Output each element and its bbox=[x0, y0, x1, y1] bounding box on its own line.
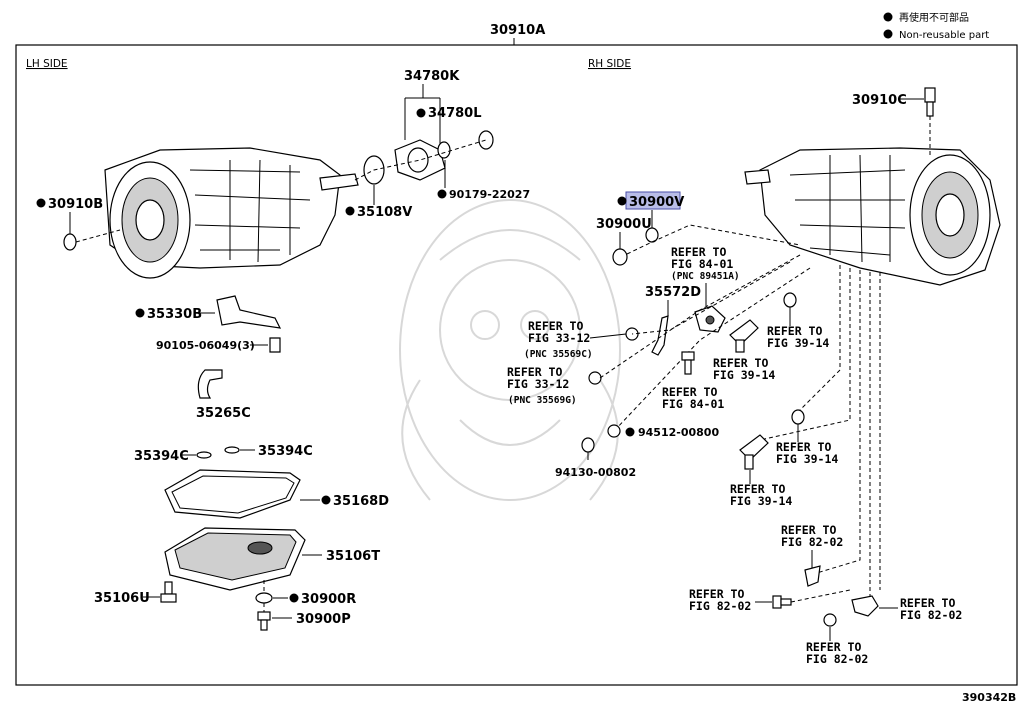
ref-fig82-a-line1[interactable]: REFER TO bbox=[781, 523, 836, 537]
ref-fig82-a-line2[interactable]: FIG 82-02 bbox=[781, 535, 843, 549]
illustration-code: 390342B bbox=[962, 691, 1016, 704]
ref-fig84-top-line1[interactable]: REFER TO bbox=[671, 245, 726, 259]
breather-plug bbox=[924, 87, 936, 117]
rh-transmission-illustration bbox=[744, 147, 1001, 286]
ref-fig82-d-line1[interactable]: REFER TO bbox=[806, 640, 861, 654]
ref-fig84-top-line2[interactable]: FIG 84-01 bbox=[671, 257, 733, 271]
flange-yoke bbox=[394, 130, 494, 181]
part-30900R[interactable]: 30900R bbox=[301, 592, 356, 607]
part-94130-00802[interactable]: 94130-00802 bbox=[555, 466, 636, 479]
speed-sensor-bolt bbox=[681, 351, 695, 375]
ref-fig39-a-line2[interactable]: FIG 39-14 bbox=[767, 336, 829, 350]
plug-30910B bbox=[63, 233, 77, 251]
ref-fig39-b-line2[interactable]: FIG 39-14 bbox=[713, 368, 775, 382]
legend-jp: 再使用不可部品 bbox=[899, 11, 969, 24]
part-35394C-left[interactable]: 35394C bbox=[134, 449, 189, 464]
lh-transmission-illustration bbox=[104, 147, 359, 279]
part-34780K[interactable]: 34780K bbox=[404, 69, 460, 84]
part-35168D[interactable]: 35168D bbox=[333, 494, 389, 509]
ref-fig39-c-line1[interactable]: REFER TO bbox=[776, 440, 831, 454]
part-30900P[interactable]: 30900P bbox=[296, 612, 351, 627]
clamp-bolt bbox=[772, 595, 792, 609]
part-30910C[interactable]: 30910C bbox=[852, 93, 907, 108]
ref-fig82-d-line2[interactable]: FIG 82-02 bbox=[806, 652, 868, 666]
part-30900U[interactable]: 30900U bbox=[596, 217, 652, 232]
ref-fig33-g-line1[interactable]: REFER TO bbox=[507, 365, 562, 379]
part-35394C-right[interactable]: 35394C bbox=[258, 444, 313, 459]
ref-fig82-c-line2[interactable]: FIG 82-02 bbox=[900, 608, 962, 622]
ref-fig82-b-line2[interactable]: FIG 82-02 bbox=[689, 599, 751, 613]
legend-en: Non-reusable part bbox=[899, 30, 989, 41]
ref-fig84-b-line1[interactable]: REFER TO bbox=[662, 385, 717, 399]
harness-clamp-b bbox=[851, 595, 879, 617]
neutral-start-switch bbox=[694, 305, 726, 333]
part-35106T[interactable]: 35106T bbox=[326, 549, 380, 564]
part-94512-00800[interactable]: 94512-00800 bbox=[638, 426, 719, 439]
hose-fitting-b bbox=[739, 434, 769, 470]
legend: 再使用不可部品 Non-reusable part bbox=[883, 11, 989, 41]
part-35106U[interactable]: 35106U bbox=[94, 591, 150, 606]
hose-fitting-a bbox=[729, 319, 759, 353]
assembly-number: 30910A bbox=[490, 23, 545, 38]
part-35330B[interactable]: 35330B bbox=[147, 307, 202, 322]
part-90179-22027[interactable]: 90179-22027 bbox=[449, 188, 530, 201]
ref-fig33-g-line3: (PNC 35569G) bbox=[508, 395, 577, 406]
part-34780L[interactable]: 34780L bbox=[428, 106, 482, 121]
ref-fig39-d-line2[interactable]: FIG 39-14 bbox=[730, 494, 792, 508]
ref-fig39-d-line1[interactable]: REFER TO bbox=[730, 482, 785, 496]
harness-clamp-a bbox=[804, 565, 821, 587]
bolt-35106U bbox=[160, 581, 177, 603]
part-35108V[interactable]: 35108V bbox=[357, 205, 412, 220]
ref-fig33-c-line3: (PNC 35569C) bbox=[524, 349, 593, 360]
ref-fig82-c-line1[interactable]: REFER TO bbox=[900, 596, 955, 610]
part-35265C[interactable]: 35265C bbox=[196, 406, 251, 421]
ref-fig33-g-line2[interactable]: FIG 33-12 bbox=[507, 377, 569, 391]
drain-plug bbox=[257, 611, 271, 631]
watermark-logo bbox=[399, 199, 621, 501]
oil-pan-gasket bbox=[164, 469, 301, 519]
strainer-bracket bbox=[216, 295, 282, 329]
ref-fig84-b-line2[interactable]: FIG 84-01 bbox=[662, 397, 724, 411]
rh-side-label: RH SIDE bbox=[588, 58, 631, 70]
part-90105-06049[interactable]: 90105-06049(3) bbox=[156, 339, 255, 352]
ref-fig39-a-line1[interactable]: REFER TO bbox=[767, 324, 822, 338]
ref-fig39-c-line2[interactable]: FIG 39-14 bbox=[776, 452, 838, 466]
diagram-frame bbox=[15, 44, 1018, 686]
part-30900V[interactable]: 30900V bbox=[629, 195, 684, 210]
lh-side-label: LH SIDE bbox=[26, 58, 68, 70]
ref-fig33-c-line1[interactable]: REFER TO bbox=[528, 319, 583, 333]
part-30910B[interactable]: 30910B bbox=[48, 197, 103, 212]
ref-fig33-c-line2[interactable]: FIG 33-12 bbox=[528, 331, 590, 345]
detent-lever bbox=[651, 315, 669, 356]
part-35572D[interactable]: 35572D bbox=[645, 285, 701, 300]
ref-fig84-top-line3: (PNC 89451A) bbox=[671, 271, 740, 282]
ref-fig82-b-line1[interactable]: REFER TO bbox=[689, 587, 744, 601]
ref-fig39-b-line1[interactable]: REFER TO bbox=[713, 356, 768, 370]
oil-tube-35265C bbox=[197, 369, 223, 399]
